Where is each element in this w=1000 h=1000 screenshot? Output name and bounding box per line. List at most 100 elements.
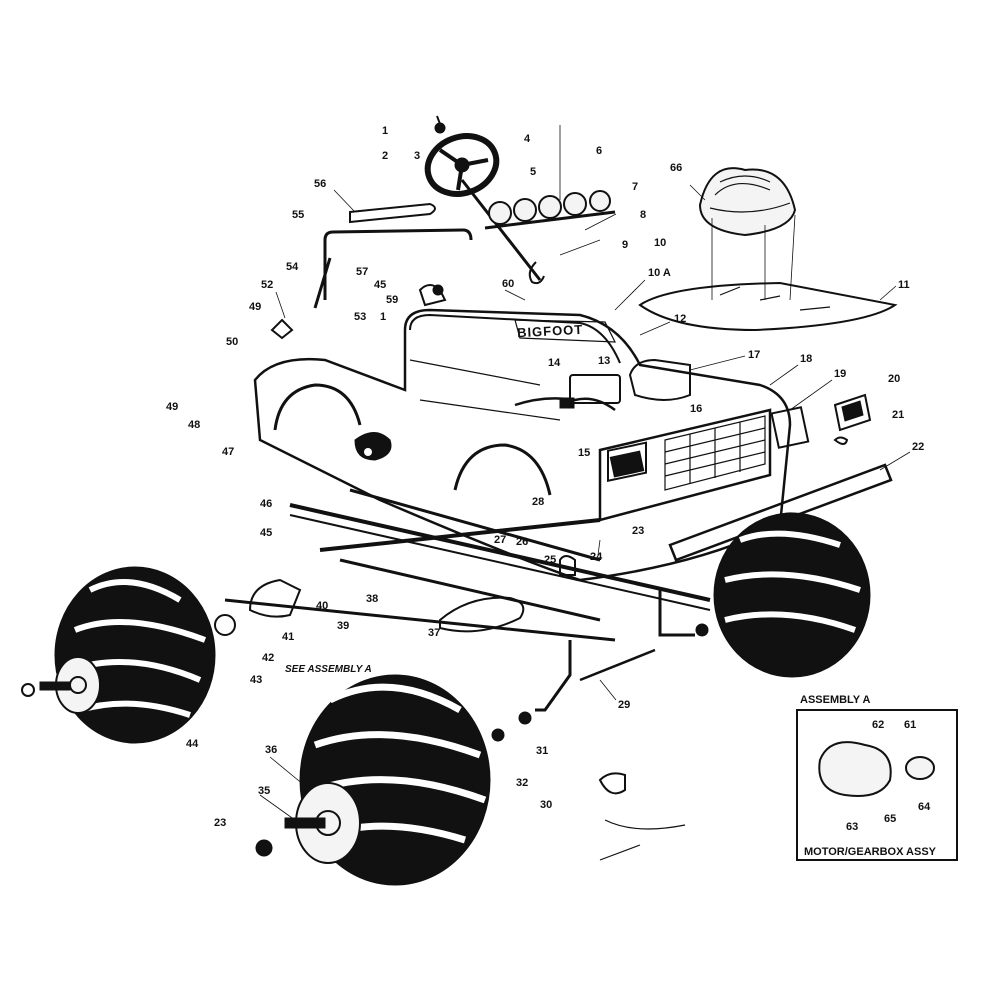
callout-45-upper: 45 xyxy=(374,279,386,291)
callout-42: 42 xyxy=(262,652,274,664)
callout-21: 21 xyxy=(892,409,904,421)
roll-bar xyxy=(313,228,473,309)
chassis-frame xyxy=(289,488,711,622)
callout-51: 1 xyxy=(380,311,386,323)
callout-52: 52 xyxy=(261,279,273,291)
windshield xyxy=(628,358,691,401)
callout-26: 26 xyxy=(516,536,528,548)
callout-41: 41 xyxy=(282,631,294,643)
callout-31: 31 xyxy=(536,745,548,757)
callout-29: 29 xyxy=(618,699,630,711)
callout-18: 18 xyxy=(800,353,812,365)
body-decal: BIGFOOT xyxy=(517,322,584,340)
callout-59: 59 xyxy=(386,294,398,306)
hood xyxy=(638,281,898,332)
callout-54: 54 xyxy=(286,261,299,273)
callout-39: 39 xyxy=(337,620,349,632)
callout-48: 48 xyxy=(188,419,200,431)
callout-49-upper: 49 xyxy=(249,301,261,313)
callout-27: 27 xyxy=(494,534,506,546)
callout-20: 20 xyxy=(888,373,900,385)
rear-axle xyxy=(224,598,616,642)
callout-14: 14 xyxy=(548,357,561,369)
callout-25: 25 xyxy=(544,554,556,566)
callout-50: 50 xyxy=(226,336,238,348)
callout-37: 37 xyxy=(428,627,440,639)
callout-19: 19 xyxy=(834,368,846,380)
callout-44: 44 xyxy=(186,738,199,750)
foot-pedal xyxy=(418,284,447,307)
callout-3: 3 xyxy=(414,150,420,162)
roll-bar-brace xyxy=(349,202,436,224)
callout-13: 13 xyxy=(598,355,610,367)
callout-2: 2 xyxy=(382,150,388,162)
wheel-front-right xyxy=(713,512,871,678)
callout-32: 32 xyxy=(516,777,528,789)
gearbox xyxy=(214,578,302,636)
steering-bolt xyxy=(434,115,446,134)
engine-cover xyxy=(698,167,797,301)
callout-63: 63 xyxy=(846,821,858,833)
callout-57: 57 xyxy=(356,266,368,278)
callout-10: 10 xyxy=(654,237,666,249)
callout-28: 28 xyxy=(532,496,544,508)
callout-16: 16 xyxy=(690,403,702,415)
callout-66: 66 xyxy=(670,162,682,174)
callout-12: 12 xyxy=(674,313,686,325)
callout-4: 4 xyxy=(524,133,531,145)
front-axle-spindle xyxy=(559,555,576,576)
callout-36: 36 xyxy=(265,744,277,756)
battery xyxy=(569,374,621,404)
callout-49-lower: 49 xyxy=(166,401,178,413)
motor-mount xyxy=(439,596,525,633)
callout-61: 61 xyxy=(904,719,916,731)
callout-56: 56 xyxy=(314,178,326,190)
shift-lever xyxy=(528,261,545,285)
headlight-right xyxy=(770,406,810,449)
callout-10a: 10 A xyxy=(648,267,671,279)
fog-light xyxy=(833,393,872,432)
foot-switch xyxy=(598,772,686,861)
wheel-bolt-31 xyxy=(518,711,532,725)
callout-53: 53 xyxy=(354,311,366,323)
seat-bracket xyxy=(270,318,294,340)
inset-gearbox xyxy=(818,741,892,797)
callout-5: 5 xyxy=(530,166,536,178)
callout-7: 7 xyxy=(632,181,638,193)
wheel-front-left xyxy=(284,674,491,886)
side-emblem xyxy=(354,432,392,461)
callout-35: 35 xyxy=(258,785,270,797)
hub-nut-front xyxy=(255,839,273,857)
callout-47: 47 xyxy=(222,446,234,458)
grille xyxy=(664,415,766,491)
headlight-left xyxy=(609,450,645,478)
callout-60: 60 xyxy=(502,278,514,290)
callout-30: 30 xyxy=(540,799,552,811)
callout-24: 24 xyxy=(590,551,603,563)
callout-6: 6 xyxy=(596,145,602,157)
steering-wheel xyxy=(424,133,542,281)
callout-46: 46 xyxy=(260,498,272,510)
callout-23-front: 23 xyxy=(632,525,644,537)
callout-55: 55 xyxy=(292,209,304,221)
callout-17: 17 xyxy=(748,349,760,361)
washer-right xyxy=(695,623,709,637)
callout-62: 62 xyxy=(872,719,884,731)
leader-lines xyxy=(259,125,911,821)
assembly-a-inset xyxy=(796,709,958,861)
inset-heading: ASSEMBLY A xyxy=(800,694,871,706)
callout-45-lower: 45 xyxy=(260,527,272,539)
callout-9: 9 xyxy=(622,239,628,251)
steering-linkage xyxy=(535,590,695,712)
see-assembly-note: SEE ASSEMBLY A xyxy=(285,664,372,675)
callout-38: 38 xyxy=(366,593,378,605)
inset-motor xyxy=(905,756,935,780)
callout-40: 40 xyxy=(316,600,328,612)
callout-22: 22 xyxy=(912,441,924,453)
callout-65: 65 xyxy=(884,813,896,825)
inset-caption: MOTOR/GEARBOX ASSY xyxy=(804,846,937,858)
wheel-rear-left xyxy=(39,566,216,744)
callout-8: 8 xyxy=(640,209,646,221)
hub-cap-rear xyxy=(21,683,35,697)
